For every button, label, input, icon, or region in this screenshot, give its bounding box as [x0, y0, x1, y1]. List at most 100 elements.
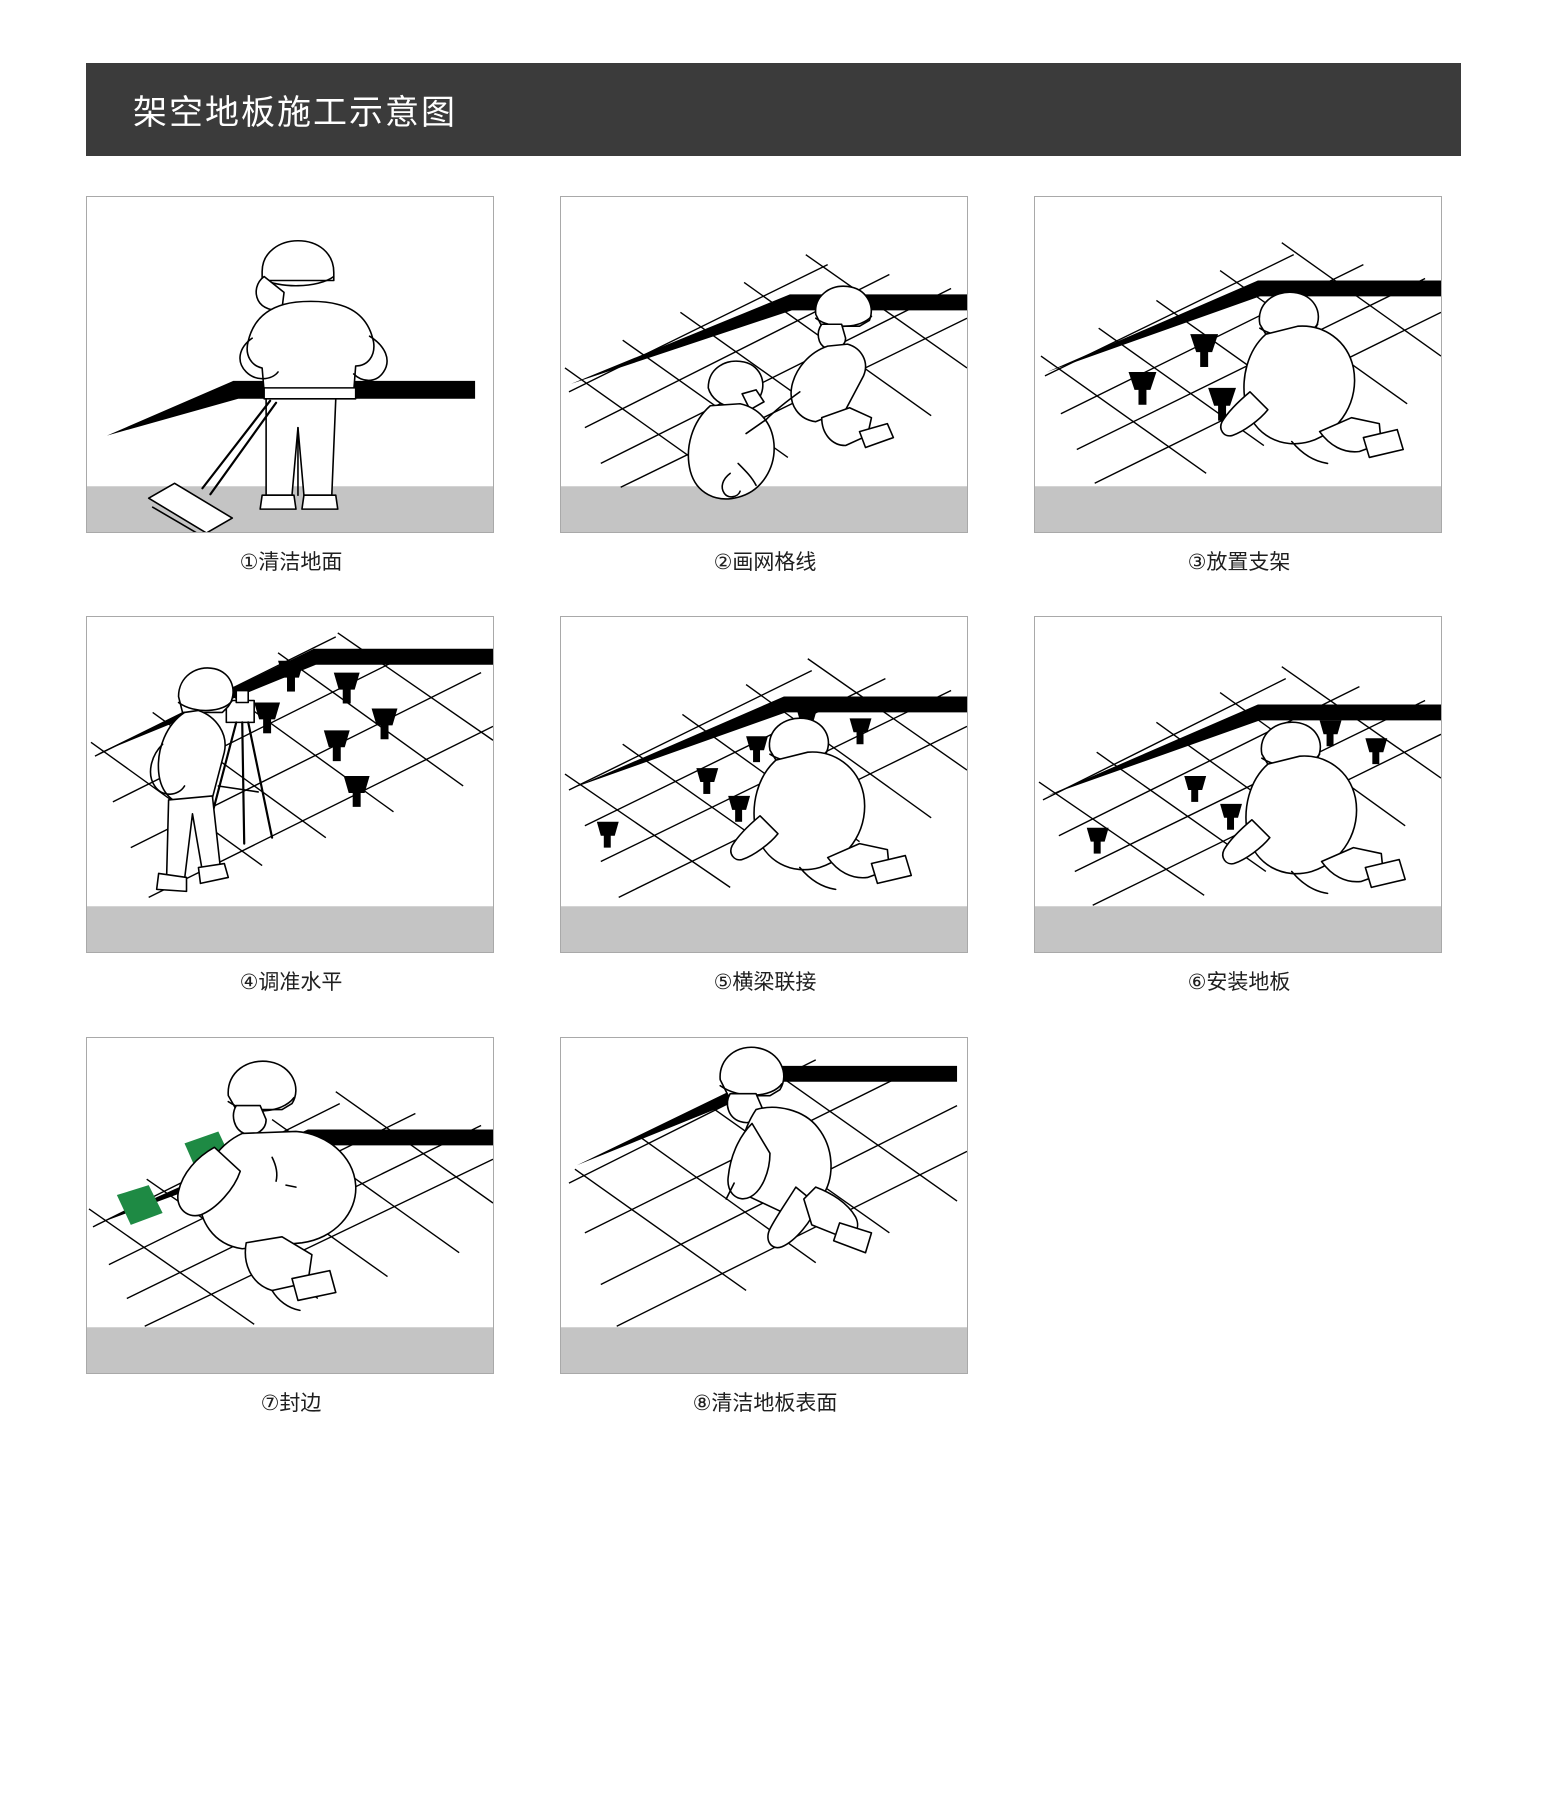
pedestal-icon — [1184, 776, 1207, 803]
step-cell-4: ④调准水平 — [86, 616, 496, 996]
worker-arm — [176, 1146, 242, 1217]
worker-knee-line — [1290, 440, 1329, 465]
floor-band — [561, 1326, 967, 1373]
step-illustration-3 — [1034, 196, 1442, 533]
pedestal-group — [254, 661, 398, 808]
worker-knee-line — [799, 867, 837, 891]
floor-panel-icon — [1038, 666, 1441, 907]
step-illustration-2 — [560, 196, 968, 533]
step-cell-3: ③放置支架 — [1034, 196, 1444, 576]
wall-edge-icon — [570, 294, 967, 384]
step-caption-8: ⑧清洁地板表面 — [692, 1391, 838, 1415]
wall-edge-icon — [106, 380, 476, 436]
worker-helmet — [227, 1059, 297, 1110]
step-illustration-5 — [560, 616, 968, 954]
step-illustration-4 — [86, 616, 494, 954]
pedestal-icon — [254, 702, 281, 734]
step-illustration-8 — [560, 1036, 968, 1374]
pedestal-icon — [333, 672, 360, 704]
scene-worker-placing-pedestals — [1035, 242, 1441, 532]
worker-knee-line — [1290, 870, 1329, 895]
green-edge-strip-icon — [116, 1184, 163, 1225]
worker-arm-right — [352, 335, 388, 382]
step-caption-7: ⑦封边 — [260, 1391, 322, 1415]
broom-handle-b — [209, 401, 278, 496]
worker-shoe-left — [155, 872, 188, 893]
worker-a-body — [790, 343, 867, 423]
floor-band — [1035, 906, 1441, 953]
worker-helmet — [719, 1046, 785, 1097]
worker-a-helmet — [814, 285, 872, 328]
step-caption-5: ⑤横梁联接 — [713, 971, 817, 995]
step-caption-4: ④调准水平 — [239, 971, 343, 995]
step-caption-6: ⑥安装地板 — [1187, 971, 1291, 995]
step-caption-2: ②画网格线 — [713, 551, 817, 574]
wall-edge-icon — [1046, 704, 1441, 797]
worker-b-body — [687, 402, 775, 500]
broom-edge — [151, 506, 197, 532]
worker-a-arm — [765, 391, 801, 421]
worker-shoe — [291, 1269, 337, 1301]
worker-a-tool — [745, 418, 767, 435]
broom-icon — [147, 482, 234, 532]
step-cell-7: ⑦封边 — [86, 1036, 496, 1417]
pedestal-icon — [746, 736, 768, 763]
scene-worker-sealing-edge — [87, 1059, 493, 1373]
pedestal-icon — [696, 768, 719, 795]
worker-shoe — [1362, 428, 1404, 459]
pedestal-icon — [1086, 828, 1109, 854]
worker-helmet — [177, 667, 234, 714]
worker-knee-line — [271, 1289, 301, 1311]
wall-edge-icon — [1046, 280, 1441, 372]
scene-worker-cleaning-finished-floor — [561, 1046, 967, 1373]
worker-collar — [271, 1156, 278, 1182]
pedestal-icon — [1319, 720, 1342, 747]
pedestal-icon — [849, 718, 872, 745]
step-cell-2: ②画网格线 — [560, 196, 970, 576]
worker-detail — [285, 1183, 297, 1188]
floor-band — [1035, 486, 1441, 532]
step-cell-6: ⑥安装地板 — [1034, 616, 1444, 996]
step-cell-8: ⑧清洁地板表面 — [560, 1036, 970, 1417]
pedestal-icon — [1190, 334, 1219, 367]
floor-band — [561, 906, 967, 953]
worker-a-leg — [820, 406, 873, 447]
worker-helmet-brim — [227, 1096, 295, 1112]
floor-band — [87, 1326, 493, 1373]
wall-edge-icon — [572, 696, 967, 789]
helmet-icon — [261, 239, 335, 282]
step-caption-1: ①清洁地面 — [239, 551, 343, 574]
steps-grid: ①清洁地面 — [86, 196, 1466, 1417]
worker-b-cap — [741, 389, 765, 411]
step-caption-3: ③放置支架 — [1187, 551, 1291, 574]
worker-shoe-left — [259, 494, 297, 510]
worker-shoe-right — [197, 863, 230, 885]
pedestal-icon — [343, 776, 370, 808]
worker-helmet-brim — [177, 700, 234, 712]
worker-body — [1243, 325, 1356, 445]
pedestal-group — [1128, 334, 1237, 421]
scene-surveyor-leveling-with-tripod — [87, 632, 493, 953]
pedestal-icon — [728, 796, 751, 823]
worker-b-hand — [721, 472, 741, 498]
worker-arm-left — [239, 337, 279, 380]
worker-arm-left — [727, 1122, 771, 1200]
worker-arm — [1220, 391, 1269, 437]
floor-band — [87, 906, 493, 953]
scene-two-workers-marking-grid — [561, 254, 967, 532]
scene-worker-connecting-beams — [561, 658, 967, 953]
worker-arm — [730, 815, 779, 861]
pedestal-icon — [1128, 371, 1157, 405]
pedestal-icon — [1208, 387, 1237, 421]
worker-legs — [265, 398, 337, 497]
step-cell-1: ①清洁地面 — [86, 196, 496, 576]
worker-shoe — [1364, 859, 1406, 889]
worker-arm — [1222, 819, 1271, 865]
pedestal-icon — [596, 822, 619, 848]
title-banner: 架空地板施工示意图 — [86, 63, 1461, 156]
pedestal-icon — [278, 661, 304, 692]
step-illustration-1 — [86, 196, 494, 533]
worker-shoe — [832, 1221, 873, 1254]
worker-hand-line — [725, 1181, 735, 1200]
scene-worker-sweeping-floor — [87, 239, 493, 532]
